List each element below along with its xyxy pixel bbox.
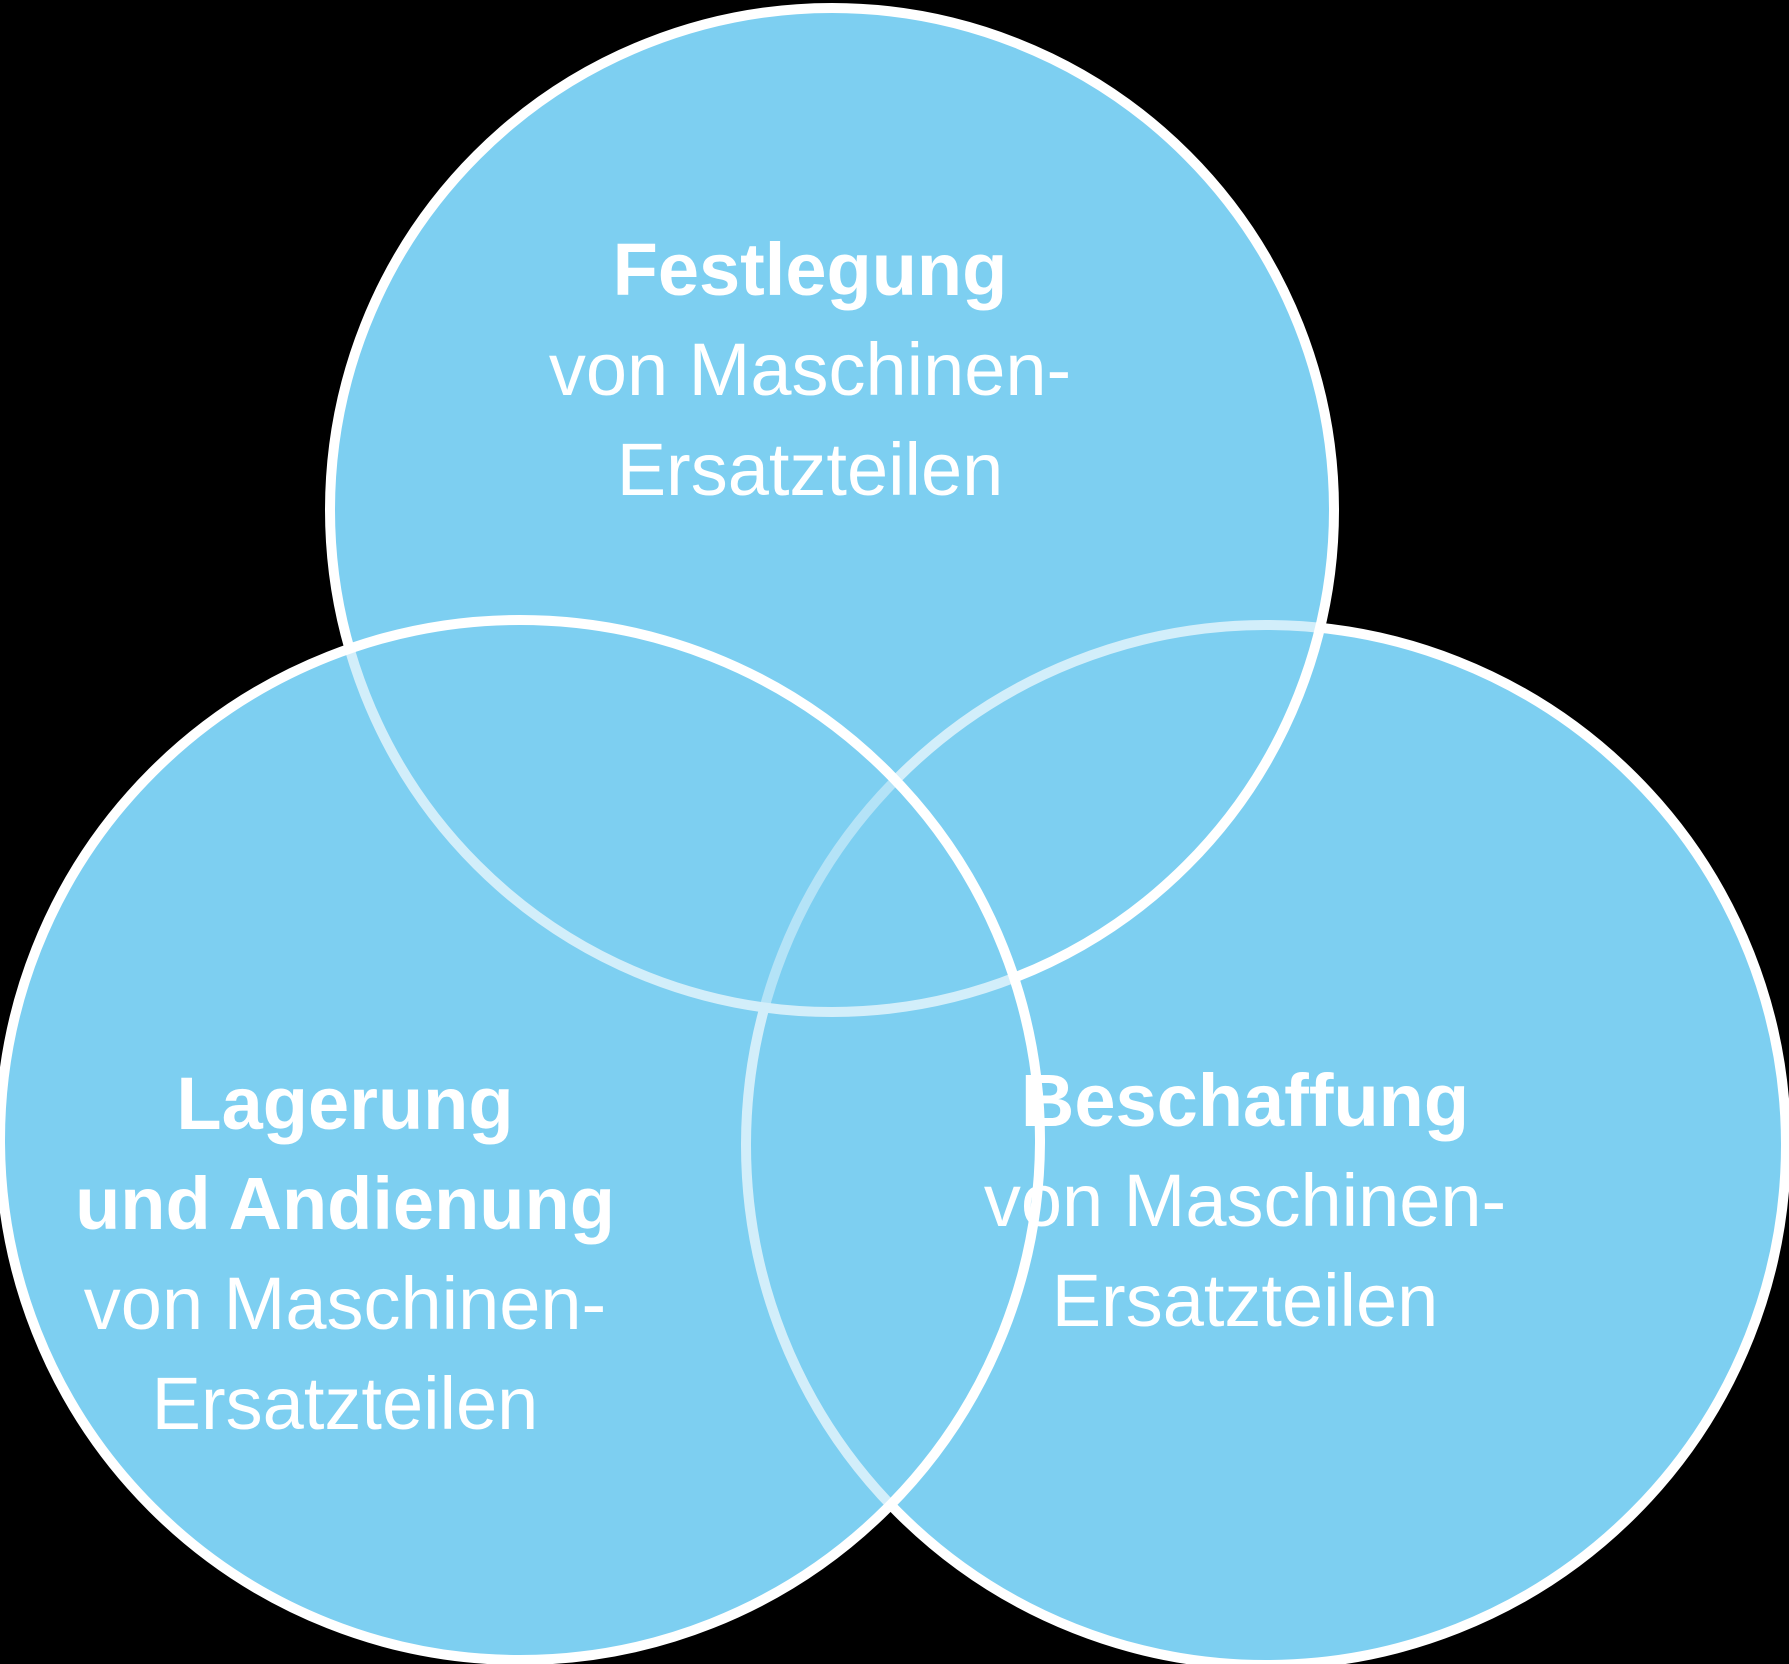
label-top-circle: Festlegung von Maschinen- Ersatzteilen (549, 220, 1071, 520)
circle-top-tint (330, 8, 1334, 1012)
circle-top-outline (325, 3, 1339, 1017)
circle-bottom-right-outline (741, 620, 1789, 1664)
circle-bottom-left-outline (0, 615, 1045, 1664)
label-top-line-3: Ersatzteilen (616, 428, 1004, 511)
label-top-line-1: Festlegung (612, 228, 1008, 311)
label-left-line-1: Lagerung (176, 1062, 514, 1145)
label-bottom-right-circle: Beschaffung von Maschinen- Ersatzteilen (984, 1051, 1506, 1351)
label-right-line-1: Beschaffung (1020, 1059, 1470, 1142)
label-right-line-2: von Maschinen- (983, 1159, 1507, 1242)
circle-bottom-left-tint (0, 620, 1040, 1660)
label-left-line-3: von Maschinen- (83, 1262, 607, 1345)
label-bottom-left-circle: Lagerung und Andienung von Maschinen- Er… (75, 1054, 615, 1454)
label-left-line-4: Ersatzteilen (151, 1362, 539, 1445)
circle-top-fill (330, 8, 1334, 1012)
label-right-line-3: Ersatzteilen (1051, 1259, 1439, 1342)
label-top-line-2: von Maschinen- (548, 328, 1072, 411)
label-left-line-2: und Andienung (75, 1162, 615, 1245)
